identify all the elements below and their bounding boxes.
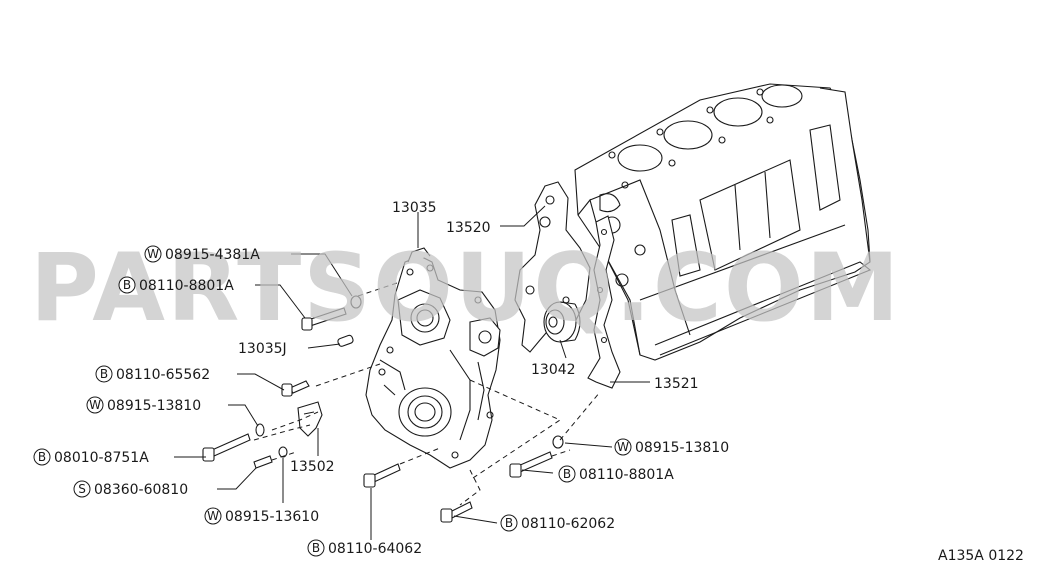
washer-08915-13810-left (255, 423, 265, 437)
badge-b: B (100, 367, 108, 381)
callout-w-08915-4381a: W 08915-4381A (144, 245, 260, 263)
part-number: 08360-60810 (94, 482, 188, 498)
bolt-08110-8801a-top (301, 307, 347, 331)
badge-b: B (123, 278, 131, 292)
part-number: 08110-8801A (139, 278, 234, 294)
part-number: 08915-13810 (107, 398, 201, 414)
badge-w: W (147, 247, 159, 261)
bolt-08010-8751a (202, 433, 251, 462)
callout-b-08010-8751a: B 08010-8751A (33, 448, 149, 466)
badge-w: W (617, 440, 629, 454)
stud-08360-60810 (253, 455, 273, 469)
callout-w-08915-13810-left: W 08915-13810 (86, 396, 201, 414)
callout-b-08110-64062: B 08110-64062 (307, 539, 422, 557)
callout-b-08110-62062: B 08110-62062 (500, 514, 615, 532)
callout-b-08110-8801a-right: B 08110-8801A (558, 465, 674, 483)
badge-b: B (505, 516, 513, 530)
badge-b: B (312, 541, 320, 555)
callout-s-08360-60810: S 08360-60810 (73, 480, 188, 498)
badge-w: W (89, 398, 101, 412)
badge-s: S (78, 482, 86, 496)
assembly-lines (253, 281, 601, 506)
label-13035: 13035 (392, 200, 437, 216)
bolt-08110-65562 (281, 380, 310, 397)
engine-block (574, 83, 872, 361)
diagram-code: A135A 0122 (938, 548, 1024, 564)
part-number: 08110-65562 (116, 367, 210, 383)
front-cover-13035 (365, 247, 501, 469)
bolt-08110-64062 (363, 463, 401, 488)
callout-b-08110-8801a-top: B 08110-8801A (118, 276, 234, 294)
part-number: 08010-8751A (54, 450, 149, 466)
callout-w-08915-13810-right: W 08915-13810 (614, 438, 729, 456)
label-13520: 13520 (446, 220, 491, 236)
callout-labels: 13035 13520 13035J 13042 13521 13502 W 0… (33, 200, 1024, 564)
part-number: 08915-13810 (635, 440, 729, 456)
part-number: 08915-13610 (225, 509, 319, 525)
tensioner-pulley-13042 (543, 301, 581, 343)
gasket-13521 (587, 215, 621, 389)
dowel-13035j (337, 334, 354, 347)
callout-w-08915-13610: W 08915-13610 (204, 507, 319, 525)
part-number: 08110-64062 (328, 541, 422, 557)
bolt-08110-8801a-right (509, 451, 553, 478)
label-13035j: 13035J (238, 341, 287, 357)
label-13502: 13502 (290, 459, 335, 475)
part-number: 08915-4381A (165, 247, 260, 263)
washer-08915-4381a (350, 295, 362, 309)
bolt-08110-62062 (440, 501, 473, 523)
callout-b-08110-65562: B 08110-65562 (95, 365, 210, 383)
badge-b: B (38, 450, 46, 464)
part-number: 08110-62062 (521, 516, 615, 532)
badge-w: W (207, 509, 219, 523)
part-number: 08110-8801A (579, 467, 674, 483)
badge-b: B (563, 467, 571, 481)
label-13521: 13521 (654, 376, 699, 392)
watermark: PARTSOUQ.COM (30, 234, 901, 343)
label-13042: 13042 (531, 362, 576, 378)
washer-08915-13610 (278, 446, 288, 458)
leader-lines (174, 205, 650, 540)
